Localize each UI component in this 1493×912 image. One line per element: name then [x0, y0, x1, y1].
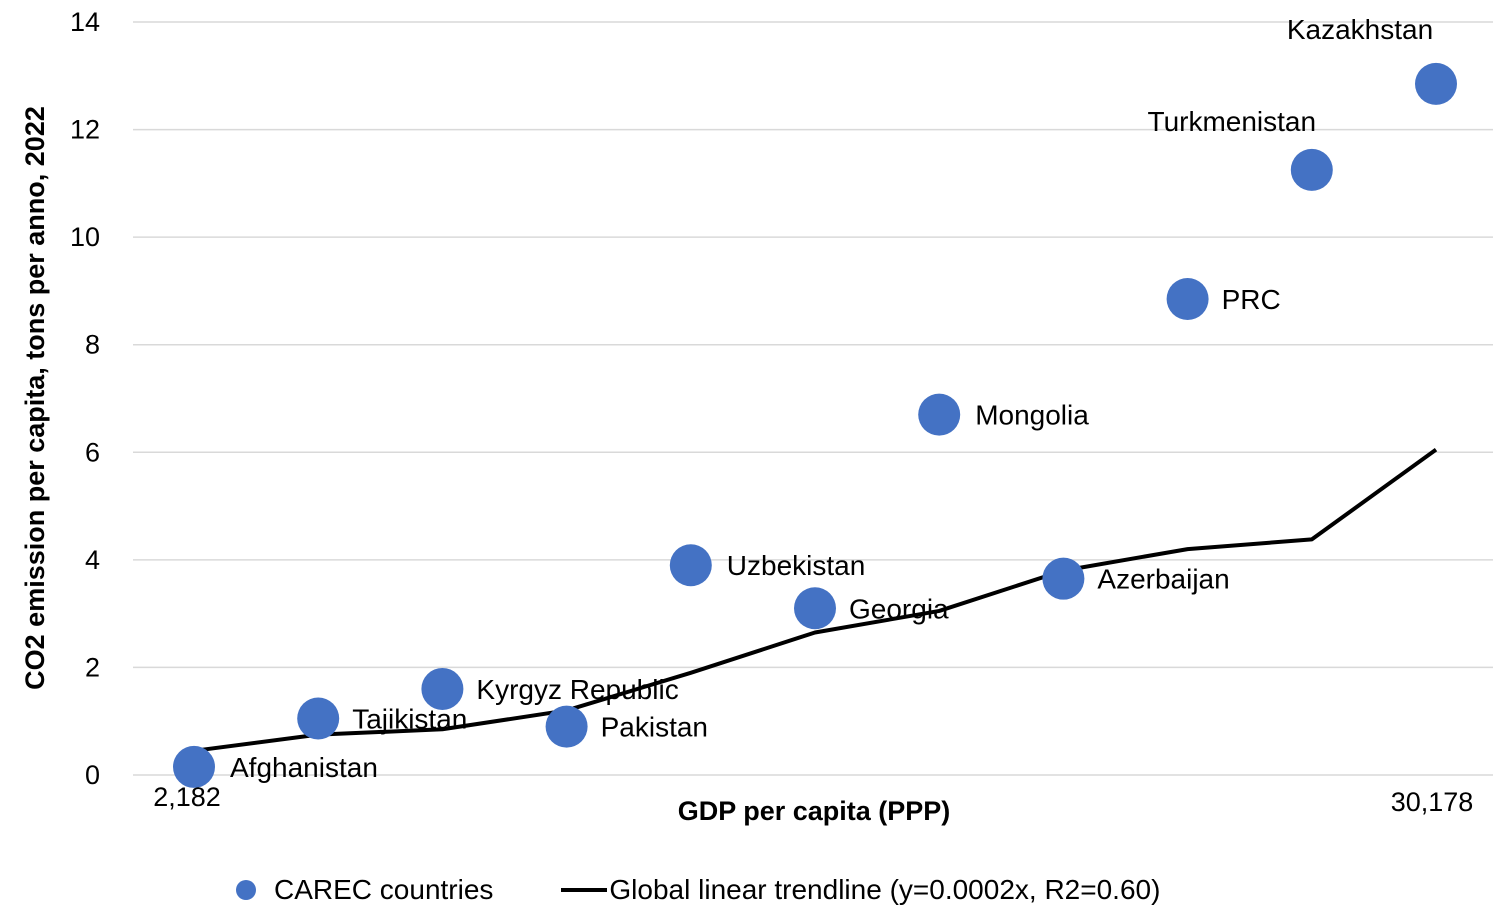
data-label: Turkmenistan [1148, 106, 1317, 137]
data-label: Afghanistan [230, 752, 378, 783]
data-label: Mongolia [975, 400, 1089, 431]
y-tick-label: 8 [85, 330, 100, 360]
data-points [173, 62, 1457, 788]
data-point [173, 745, 215, 788]
x-axis-min-label: 2,182 [153, 782, 221, 812]
y-tick-label: 10 [70, 222, 100, 252]
y-tick-label: 6 [85, 437, 100, 467]
trendline [193, 447, 1438, 753]
legend-label-trendline: Global linear trendline (y=0.0002x, R2=0… [609, 874, 1161, 905]
data-label: Uzbekistan [727, 550, 866, 581]
legend-label-carec: CAREC countries [274, 874, 494, 905]
data-point [1166, 277, 1209, 320]
data-point [421, 667, 464, 710]
data-label: PRC [1222, 284, 1281, 315]
data-labels: Afghanistan Tajikistan Kyrgyz RepublicPaki… [230, 14, 1433, 783]
data-point [297, 697, 340, 740]
data-point [545, 705, 588, 748]
legend-item-carec: CAREC countries [236, 874, 493, 906]
x-axis-max-label: 30,178 [1391, 787, 1474, 817]
data-point [669, 544, 712, 587]
y-tick-label: 14 [70, 7, 100, 37]
data-point [1042, 557, 1085, 600]
legend-marker-line [561, 888, 608, 892]
data-label: Pakistan [601, 712, 708, 743]
y-tick-label: 4 [85, 545, 100, 575]
data-point [1415, 62, 1457, 105]
legend: CAREC countries Global linear trendline … [236, 868, 1160, 912]
data-label: Tajikistan [352, 704, 467, 735]
data-label: Kyrgyz Republic [476, 674, 678, 705]
gridlines [133, 21, 1493, 776]
data-label: Azerbaijan [1097, 564, 1229, 595]
data-point [1290, 148, 1333, 191]
y-axis-title: CO2 emission per capita, tons per anno, … [20, 106, 50, 690]
data-label: Kazakhstan [1287, 14, 1433, 45]
y-axis-ticks: 0 2 4 6 8 10 12 14 [70, 7, 100, 790]
scatter-chart: 0 2 4 6 8 10 12 14 Afghanistan Tajikistan Kyrgyz … [20, 7, 1493, 826]
legend-item-trendline: Global linear trendline (y=0.0002x, R2=0… [493, 874, 1160, 906]
y-tick-label: 0 [85, 760, 100, 790]
data-point [918, 393, 961, 436]
y-tick-label: 2 [85, 652, 100, 682]
y-tick-label: 12 [70, 115, 100, 145]
data-point [794, 587, 836, 630]
x-axis-title: GDP per capita (PPP) [678, 796, 951, 826]
data-label: Georgia [849, 593, 949, 624]
legend-marker-dot [236, 880, 256, 900]
